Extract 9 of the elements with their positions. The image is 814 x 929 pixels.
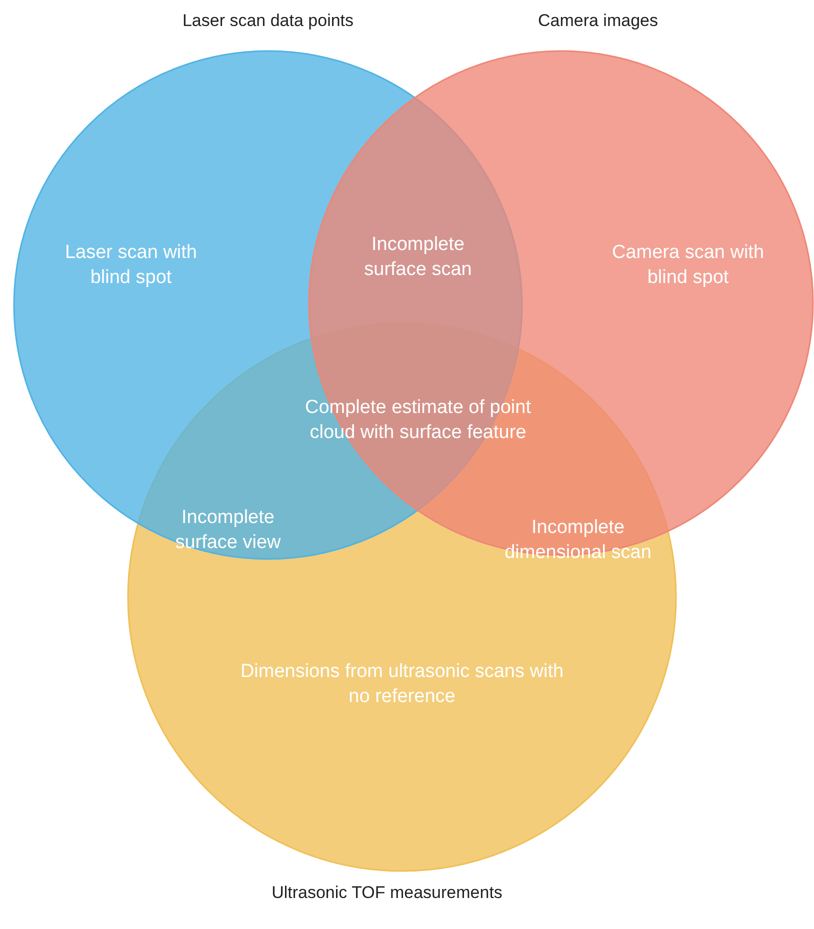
region-label: Laser scan with blind spot: [64, 241, 198, 290]
set-title: Laser scan data points: [182, 10, 354, 32]
region-label: Incomplete surface scan: [363, 233, 473, 282]
set-title: Ultrasonic TOF measurements: [272, 882, 502, 904]
region-label: Dimensions from ultrasonic scans with no reference: [239, 660, 565, 709]
region-label: Camera scan with blind spot: [610, 241, 766, 290]
set-title: Camera images: [538, 10, 658, 32]
region-label: Incomplete surface view: [174, 506, 282, 555]
region-label: Incomplete dimensional scan: [504, 516, 652, 565]
